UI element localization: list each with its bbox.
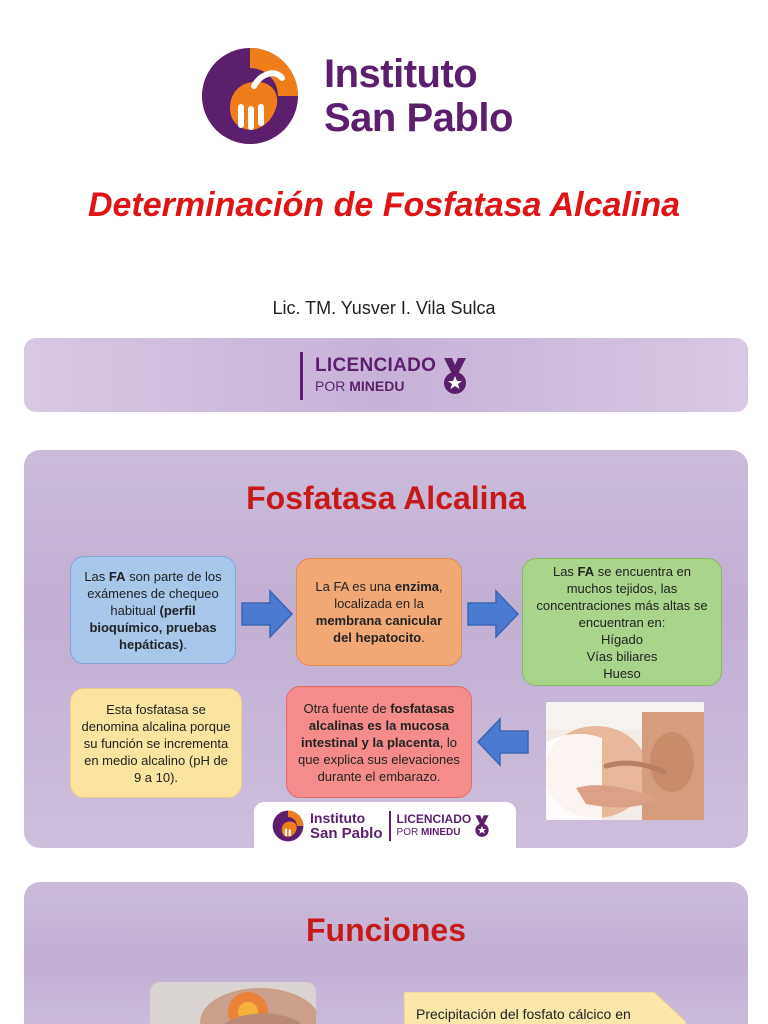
footer-minedu-label: MINEDU — [420, 827, 461, 838]
footer-isp-wordmark: Instituto San Pablo — [310, 810, 383, 842]
logo-line-1: Instituto — [324, 52, 478, 96]
badge-divider — [300, 352, 303, 400]
text-span: . — [183, 636, 187, 652]
text-span: se encuentra en muchos tejidos, las conc… — [536, 563, 708, 630]
arrow-right-icon — [241, 589, 294, 639]
licenciado-text: LICENCIADO POR MINEDU — [315, 356, 436, 396]
text-bold: (perfil bioquímico, pruebas hepáticas) — [89, 602, 217, 652]
por-label: POR — [315, 378, 346, 394]
text-bold: fosfatasas alcalinas es la mucosa intest… — [300, 700, 455, 750]
callout-text: Precipitación del fosfato cálcico en — [416, 1006, 631, 1022]
tissue-item: Vías biliares — [586, 648, 658, 664]
placenta-source-text: Otra fuente de fosfatasas alcalinas es l… — [295, 700, 463, 785]
fa-exams-text: Las FA son parte de los exámenes de cheq… — [79, 568, 227, 653]
fa-exams-box: Las FA son parte de los exámenes de cheq… — [70, 556, 236, 664]
alkaline-explanation-box: Esta fosfatasa se denomina alcalina porq… — [70, 688, 242, 798]
tissue-item: Hueso — [603, 665, 641, 681]
logo-line-2: San Pablo — [324, 96, 513, 140]
footer-licenciado-text: LICENCIADO POR MINEDU — [397, 812, 472, 840]
text-bold: enzima — [394, 579, 439, 594]
placenta-source-box: Otra fuente de fosfatasas alcalinas es l… — [286, 686, 472, 798]
text-bold: FA — [577, 563, 595, 579]
bone-pain-photo — [150, 982, 316, 1024]
fa-tissues-box: Las FA se encuentra en muchos tejidos, l… — [522, 558, 722, 686]
text-bold: FA — [108, 568, 126, 584]
section-title: Fosfatasa Alcalina — [246, 480, 526, 516]
licenciado-label: LICENCIADO — [315, 355, 437, 376]
text-span: son parte de los exámenes de chequeo hab… — [87, 568, 222, 618]
footer-licenciado-label: LICENCIADO — [396, 812, 472, 826]
text-span: Otra fuente de — [303, 700, 391, 716]
footer-logos: Instituto San Pablo LICENCIADO POR MINED… — [254, 802, 516, 850]
hand-logo-icon — [202, 48, 298, 144]
fa-enzyme-text: La FA es una enzima, localizada en la me… — [305, 578, 453, 646]
fa-tissues-text: Las FA se encuentra en muchos tejidos, l… — [531, 563, 713, 682]
licenciado-badge: LICENCIADO POR MINEDU — [300, 352, 470, 400]
text-bold: membrana canicular del hepatocito — [315, 613, 443, 645]
arrow-left-icon — [476, 717, 529, 767]
hand-logo-icon — [272, 810, 304, 842]
medal-icon — [444, 358, 467, 394]
footer-isp-line-1: Instituto — [310, 810, 366, 826]
pregnancy-photo — [546, 702, 704, 820]
minedu-label: MINEDU — [349, 378, 405, 394]
callout-shape — [404, 992, 686, 1024]
institute-logo: Instituto San Pablo — [200, 46, 560, 146]
document-title: Determinación de Fosfatasa Alcalina — [87, 186, 681, 224]
document-author: Lic. TM. Yusver I. Vila Sulca — [272, 298, 496, 318]
text-span: La FA es una — [315, 579, 395, 594]
licenciado-banner: LICENCIADO POR MINEDU — [24, 338, 748, 412]
text-span: Las — [84, 568, 109, 584]
section-title: Funciones — [305, 912, 466, 948]
footer-isp-line-2: San Pablo — [310, 825, 383, 842]
fa-enzyme-box: La FA es una enzima, localizada en la me… — [296, 558, 462, 666]
footer-por-minedu: POR MINEDU — [397, 826, 472, 840]
logo-wordmark: Instituto San Pablo — [324, 52, 513, 140]
tissue-item: Hígado — [601, 631, 643, 647]
alkaline-explanation-text: Esta fosfatasa se denomina alcalina porq… — [81, 701, 231, 785]
footer-divider — [388, 811, 391, 841]
por-minedu-label: POR MINEDU — [315, 376, 436, 396]
text-span: , localizada en la — [334, 579, 443, 611]
footer-por-label: POR — [396, 827, 419, 838]
text-span: . — [421, 630, 425, 645]
fosfatasa-section: Fosfatasa Alcalina Las FA son parte de l… — [24, 450, 748, 850]
medal-icon — [475, 815, 489, 837]
arrow-right-icon — [467, 589, 520, 639]
text-span: , lo que explica sus elevaciones durante… — [298, 734, 460, 784]
text-span: Las — [552, 563, 578, 579]
funciones-section: Funciones Precipitación del fosfato cálc… — [24, 882, 748, 1024]
